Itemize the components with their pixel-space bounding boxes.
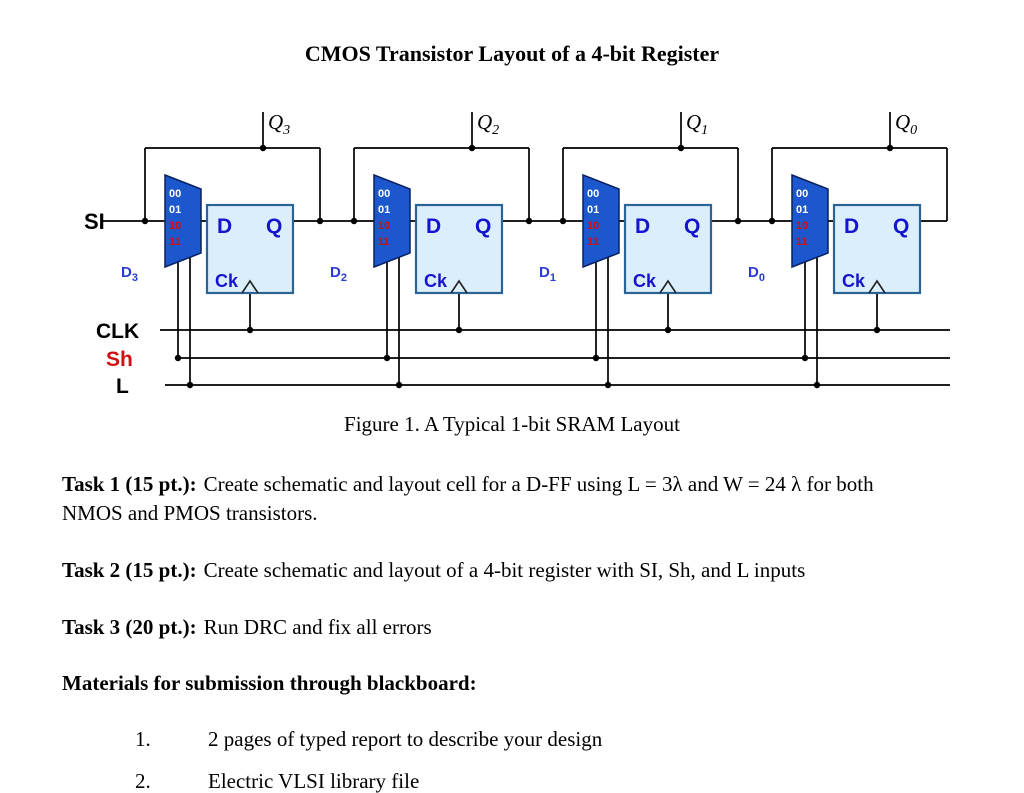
junction-dots xyxy=(350,144,533,389)
clock-edge-icon xyxy=(241,279,259,294)
stage-wires xyxy=(144,112,374,385)
mux-shape xyxy=(164,173,202,269)
figure-caption: Figure 1. A Typical 1-bit SRAM Layout xyxy=(344,412,680,436)
mux-input-10: 10 xyxy=(796,220,808,232)
dff-ck-label: Ck xyxy=(215,271,239,291)
mux-shape xyxy=(582,173,620,269)
dff-d-label: D xyxy=(426,215,441,238)
junction-dots xyxy=(559,144,742,389)
task-3: Task 3 (20 pt.):Run DRC and fix all erro… xyxy=(62,613,432,642)
dff-ck-label: Ck xyxy=(424,271,448,291)
materials-heading: Materials for submission through blackbo… xyxy=(62,671,477,695)
mux-input-01: 01 xyxy=(587,204,599,216)
mux-input-00: 00 xyxy=(796,188,808,200)
mux-input-01: 01 xyxy=(378,204,390,216)
clock-edge-icon xyxy=(450,279,468,294)
d-input-label: D2 xyxy=(330,264,347,284)
stage-wires xyxy=(562,112,792,385)
q-output-label: Q0 xyxy=(895,110,917,138)
dff-q-label: Q xyxy=(893,215,909,238)
task-2: Task 2 (15 pt.):Create schematic and lay… xyxy=(62,556,805,585)
task-1-text: Create schematic and layout cell for a D… xyxy=(62,472,874,525)
mux-input-11: 11 xyxy=(796,236,808,248)
mux-input-00: 00 xyxy=(587,188,599,200)
dff-q-label: Q xyxy=(684,215,700,238)
junction-dots xyxy=(141,144,324,389)
mux-input-01: 01 xyxy=(796,204,808,216)
register-diagram: SI CLK Sh L 00 01 10 11 D Q Ck Q3 D3 xyxy=(84,110,950,398)
task-1: Task 1 (15 pt.):Create schematic and lay… xyxy=(62,470,890,528)
clock-edge-icon xyxy=(868,279,886,294)
register-stage-q3: 00 01 10 11 D Q Ck Q3 D3 xyxy=(121,110,374,389)
item-number: 2. xyxy=(135,769,151,793)
si-label: SI xyxy=(84,209,105,234)
dff-d-label: D xyxy=(844,215,859,238)
d-input-label: D0 xyxy=(748,264,765,284)
mux-input-10: 10 xyxy=(378,220,390,232)
dff-box xyxy=(414,203,504,295)
dff-box xyxy=(205,203,295,295)
task-3-text: Run DRC and fix all errors xyxy=(203,615,432,639)
d-input-label: D1 xyxy=(539,264,556,284)
mux-input-11: 11 xyxy=(587,236,599,248)
dff-q-label: Q xyxy=(266,215,282,238)
mux-input-10: 10 xyxy=(587,220,599,232)
clk-label: CLK xyxy=(96,320,139,343)
dff-ck-label: Ck xyxy=(633,271,657,291)
mux-input-11: 11 xyxy=(169,236,181,248)
stage-wires xyxy=(353,112,583,385)
task-1-label: Task 1 (15 pt.): xyxy=(62,472,197,496)
d-input-label: D3 xyxy=(121,264,138,284)
item-number: 1. xyxy=(135,727,151,751)
clock-edge-icon xyxy=(659,279,677,294)
stage-wires xyxy=(771,112,948,385)
register-stage-q0: 00 01 10 11 D Q Ck Q0 D0 xyxy=(748,110,948,389)
task-2-label: Task 2 (15 pt.): xyxy=(62,558,197,582)
dff-box xyxy=(832,203,922,295)
l-label: L xyxy=(116,375,129,398)
dff-q-label: Q xyxy=(475,215,491,238)
mux-input-11: 11 xyxy=(378,236,390,248)
dff-ck-label: Ck xyxy=(842,271,866,291)
mux-shape xyxy=(373,173,411,269)
dff-box xyxy=(623,203,713,295)
q-output-label: Q3 xyxy=(268,110,290,138)
page-title: CMOS Transistor Layout of a 4-bit Regist… xyxy=(304,41,720,66)
mux-input-10: 10 xyxy=(169,220,181,232)
dff-d-label: D xyxy=(217,215,232,238)
dff-d-label: D xyxy=(635,215,650,238)
task-3-label: Task 3 (20 pt.): xyxy=(62,615,197,639)
item-text: 2 pages of typed report to describe your… xyxy=(208,727,603,751)
task-2-text: Create schematic and layout of a 4-bit r… xyxy=(203,558,806,582)
q-output-label: Q2 xyxy=(477,110,499,138)
mux-shape xyxy=(791,173,829,269)
register-stage-q1: 00 01 10 11 D Q Ck Q1 D1 xyxy=(539,110,792,389)
mux-input-00: 00 xyxy=(169,188,181,200)
sh-label: Sh xyxy=(106,348,133,371)
mux-input-00: 00 xyxy=(378,188,390,200)
junction-dots xyxy=(768,144,894,389)
register-stage-q2: 00 01 10 11 D Q Ck Q2 D2 xyxy=(330,110,583,389)
item-text: Electric VLSI library file xyxy=(208,769,420,793)
q-output-label: Q1 xyxy=(686,110,708,138)
mux-input-01: 01 xyxy=(169,204,181,216)
